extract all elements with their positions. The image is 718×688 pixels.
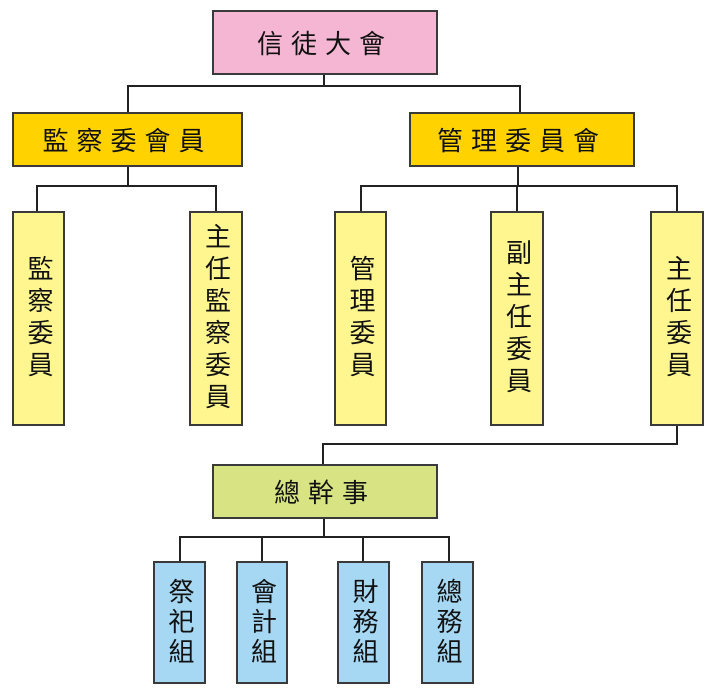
vice-chair-node: 副主任委員 — [490, 211, 544, 426]
group-node-ritual: 祭祀組 — [153, 561, 206, 684]
node-label: 管理委員 — [345, 254, 375, 383]
node-label: 總務組 — [432, 577, 462, 668]
management-member-node: 管理委員 — [334, 211, 387, 426]
node-label: 主任監察委員 — [200, 222, 231, 415]
node-label: 監察委員 — [23, 254, 53, 383]
group-node-general-affairs: 總務組 — [421, 561, 474, 684]
supervisory-node: 監察委會員 — [12, 112, 243, 167]
group-node-finance: 財務組 — [337, 561, 390, 684]
node-label: 財務組 — [348, 577, 378, 668]
secretary-label: 總幹事 — [273, 479, 376, 509]
root-node: 信徒大會 — [212, 10, 438, 75]
node-label: 副主任委員 — [501, 238, 532, 399]
chief-supervisor-node: 主任監察委員 — [189, 211, 243, 426]
management-node: 管理委員會 — [409, 112, 635, 167]
secretary-node: 總幹事 — [212, 464, 438, 519]
node-label: 祭祀組 — [164, 577, 194, 668]
chair-node: 主任委員 — [650, 211, 704, 426]
management-label: 管理委員會 — [436, 127, 607, 157]
root-label: 信徒大會 — [256, 30, 393, 60]
node-label: 主任委員 — [661, 254, 692, 383]
node-label: 會計組 — [246, 577, 277, 668]
supervisory-label: 監察委會員 — [42, 127, 213, 157]
group-node-accounting: 會計組 — [236, 561, 288, 684]
supervisory-member-node: 監察委員 — [12, 211, 65, 426]
